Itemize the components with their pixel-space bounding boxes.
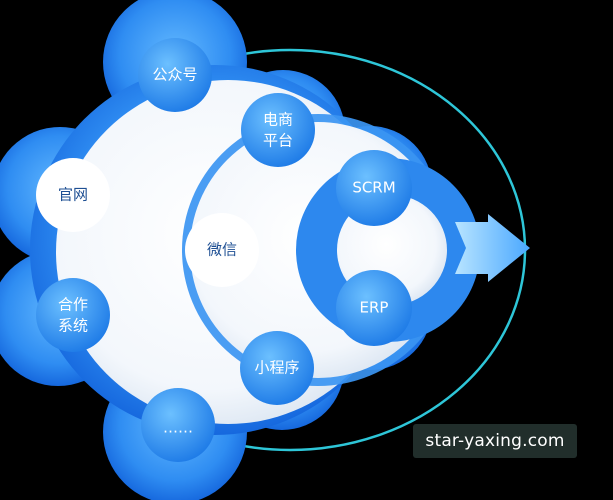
node-gongzhonghao-label: 公众号 [152,66,197,84]
node-more-label: …… [163,419,193,437]
node-dianshang-label-2: 平台 [263,132,293,150]
node-scrm-label: SCRM [352,179,395,197]
node-scrm: SCRM [336,150,412,226]
node-gongzhonghao: 公众号 [138,38,212,112]
node-hezuo-label-1: 合作 [58,296,88,314]
node-weixin-label: 微信 [207,241,237,259]
node-erp-label: ERP [360,299,389,317]
node-guanwang: 官网 [36,158,110,232]
node-erp: ERP [336,270,412,346]
watermark: star-yaxing.com [413,424,577,458]
arrow-icon [455,214,530,282]
node-xiaochengxu: 小程序 [240,331,314,405]
node-dianshang-label-1: 电商 [263,111,293,129]
node-dianshang: 电商 平台 [241,93,315,167]
node-hezuo: 合作 系统 [36,278,110,352]
node-weixin: 微信 [185,213,259,287]
node-more: …… [141,388,215,462]
node-hezuo-label-2: 系统 [58,317,88,335]
node-guanwang-label: 官网 [58,186,88,204]
node-xiaochengxu-label: 小程序 [254,359,299,377]
